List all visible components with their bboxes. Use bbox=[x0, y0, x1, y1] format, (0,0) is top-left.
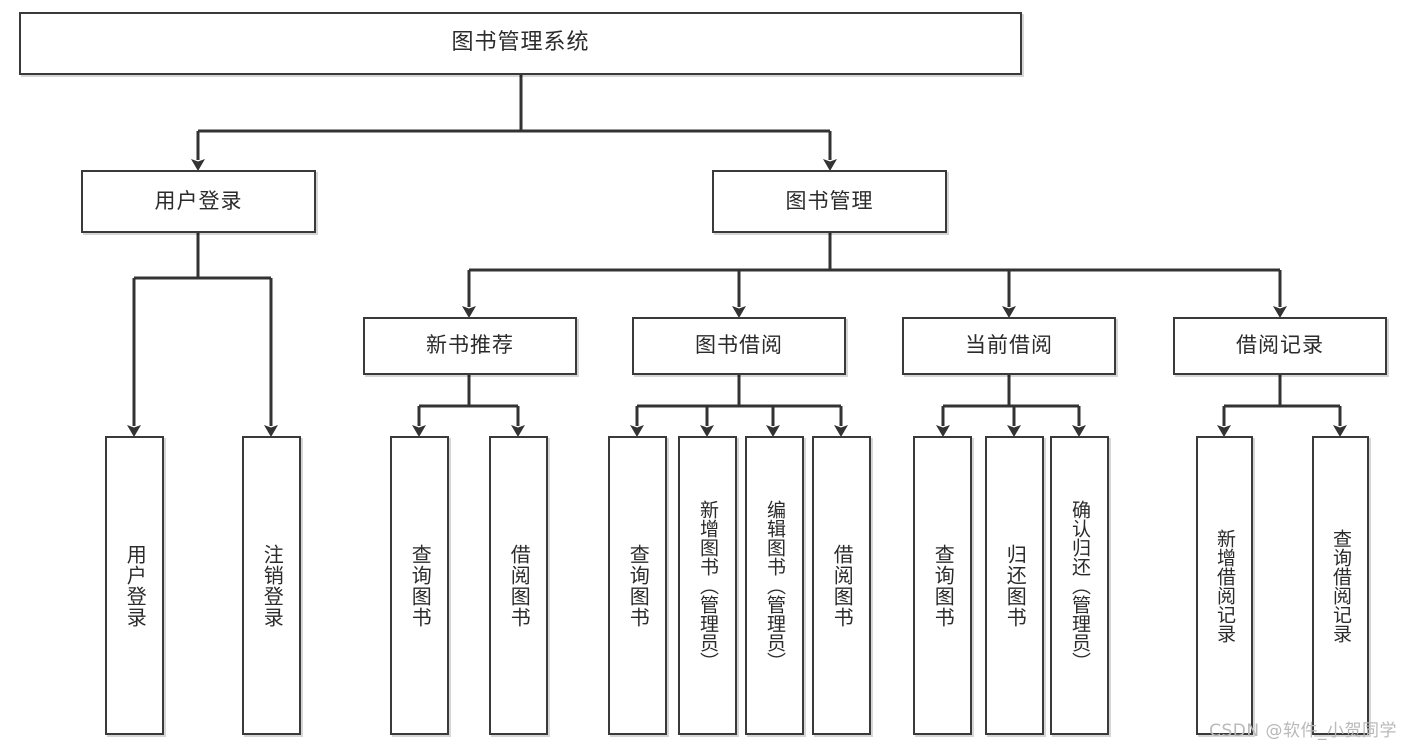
node-label: 查询图书 bbox=[408, 543, 433, 628]
node-current-borrow[interactable]: 当前借阅 bbox=[902, 317, 1116, 375]
node-label: 借阅记录 bbox=[1236, 333, 1324, 358]
node-label: 注销登录 bbox=[260, 543, 285, 628]
node-leaf-query-book-current[interactable]: 查询图书 bbox=[913, 436, 972, 735]
node-root-book-management-system[interactable]: 图书管理系统 bbox=[19, 12, 1022, 75]
node-label: 新增借阅记录 bbox=[1214, 528, 1236, 643]
node-label: 新书推荐 bbox=[426, 333, 514, 358]
node-leaf-logout[interactable]: 注销登录 bbox=[242, 436, 301, 735]
node-label: 用户登录 bbox=[154, 188, 243, 213]
node-label: 归还图书 bbox=[1003, 543, 1028, 628]
node-book-borrow[interactable]: 图书借阅 bbox=[632, 317, 846, 375]
node-label: 查询图书 bbox=[931, 543, 956, 628]
node-label: 图书管理系统 bbox=[451, 30, 590, 56]
csdn-watermark: CSDN @软件_小贺同学 bbox=[1209, 721, 1397, 741]
node-user-login[interactable]: 用户登录 bbox=[81, 170, 316, 233]
node-leaf-user-login[interactable]: 用户登录 bbox=[105, 436, 164, 735]
node-leaf-return-book[interactable]: 归还图书 bbox=[985, 436, 1044, 735]
node-label: 用户登录 bbox=[123, 543, 148, 628]
node-book-management[interactable]: 图书管理 bbox=[712, 170, 947, 233]
node-leaf-confirm-return-admin[interactable]: 确认归还（管理员） bbox=[1050, 436, 1109, 735]
node-label: 编辑图书（管理员） bbox=[764, 500, 786, 671]
node-label: 确认归还（管理员） bbox=[1069, 500, 1091, 671]
node-label: 新增图书（管理员） bbox=[697, 500, 719, 671]
node-leaf-edit-book-admin[interactable]: 编辑图书（管理员） bbox=[745, 436, 804, 735]
node-leaf-query-book-recommend[interactable]: 查询图书 bbox=[390, 436, 449, 735]
node-label: 查询图书 bbox=[626, 543, 651, 628]
node-leaf-query-book-borrow[interactable]: 查询图书 bbox=[608, 436, 667, 735]
node-leaf-borrow-book-recommend[interactable]: 借阅图书 bbox=[489, 436, 548, 735]
node-label: 查询借阅记录 bbox=[1330, 528, 1352, 643]
node-borrow-records[interactable]: 借阅记录 bbox=[1173, 317, 1387, 375]
node-label: 图书借阅 bbox=[695, 333, 783, 358]
node-label: 借阅图书 bbox=[507, 543, 532, 628]
node-label: 当前借阅 bbox=[965, 333, 1053, 358]
node-leaf-add-borrow-record[interactable]: 新增借阅记录 bbox=[1196, 436, 1253, 735]
node-leaf-add-book-admin[interactable]: 新增图书（管理员） bbox=[678, 436, 737, 735]
node-label: 借阅图书 bbox=[830, 543, 855, 628]
node-leaf-query-borrow-record[interactable]: 查询借阅记录 bbox=[1312, 436, 1369, 735]
node-new-book-recommend[interactable]: 新书推荐 bbox=[363, 317, 577, 375]
node-label: 图书管理 bbox=[785, 188, 874, 213]
node-leaf-borrow-book[interactable]: 借阅图书 bbox=[812, 436, 871, 735]
